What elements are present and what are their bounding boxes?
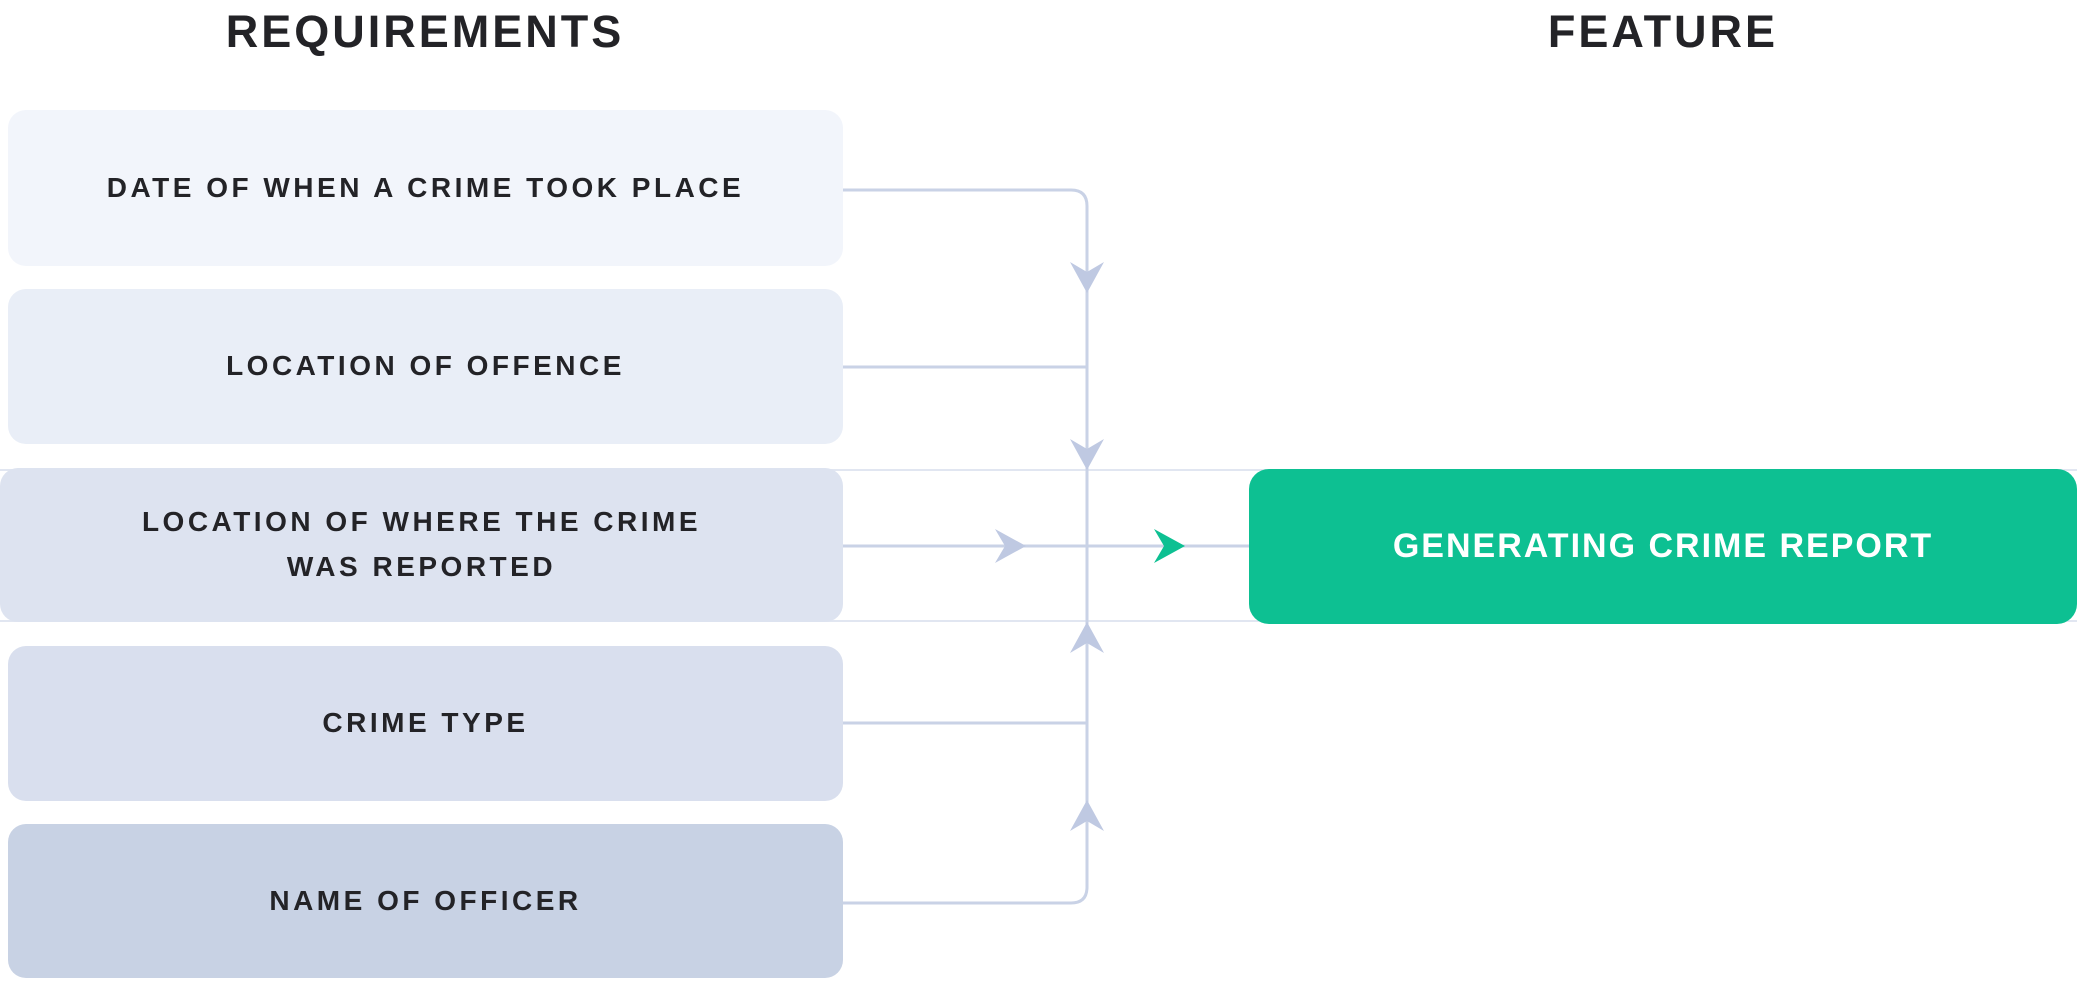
requirements-column-header: REQUIREMENTS: [225, 6, 625, 57]
connector-trunk-path: [843, 188, 1089, 905]
requirement-box-officer-name: NAME OF OFFICER: [8, 824, 843, 978]
feature-box-generating-crime-report: GENERATING CRIME REPORT: [1249, 469, 2077, 624]
arrow-right-green-icon: [1154, 529, 1185, 563]
feature-column-header: FEATURE: [1547, 6, 1779, 57]
arrow-up-upper-icon: [1070, 622, 1104, 653]
arrow-down-lower-icon: [1070, 439, 1104, 470]
arrow-up-lower-icon: [1070, 800, 1104, 831]
requirement-box-location-reported: LOCATION OF WHERE THE CRIME WAS REPORTED: [0, 468, 843, 622]
requirement-label: CRIME TYPE: [322, 707, 529, 739]
requirement-box-crime-type: CRIME TYPE: [8, 646, 843, 801]
requirement-box-location-offence: LOCATION OF OFFENCE: [8, 289, 843, 444]
requirement-label: NAME OF OFFICER: [269, 884, 582, 916]
requirement-box-crime-date: DATE OF WHEN A CRIME TOOK PLACE: [8, 110, 843, 266]
arrow-down-upper-icon: [1070, 262, 1104, 293]
requirement-label: LOCATION OF OFFENCE: [226, 350, 625, 382]
arrow-right-lavender-icon: [995, 529, 1026, 563]
requirement-label: DATE OF WHEN A CRIME TOOK PLACE: [106, 171, 745, 203]
requirement-label: LOCATION OF WHERE THE CRIME WAS REPORTED: [141, 506, 702, 582]
feature-label: GENERATING CRIME REPORT: [1392, 527, 1934, 565]
